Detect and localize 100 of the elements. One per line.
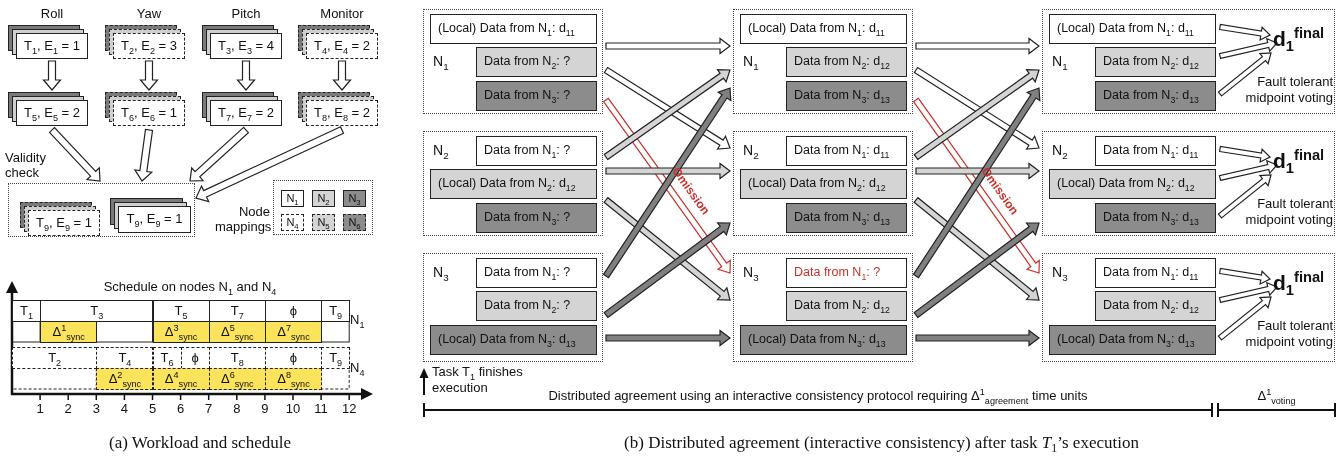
arrow: [1218, 145, 1271, 164]
arrow: [913, 196, 1040, 301]
node-frame: [733, 253, 913, 362]
tick-label: 8: [232, 401, 242, 417]
data-box: (Local) Data from N$_{2}$: d$_{12}$: [1049, 169, 1216, 199]
data-box: Data from N$_{2}$: d$_{12}$: [786, 47, 907, 77]
node-swatch: N$_{4}$: [281, 214, 304, 231]
time-slot: T$_{2}$: [12, 347, 98, 369]
time-slot: T$_{1}$: [12, 300, 42, 322]
node-label: N$_{2}$: [1052, 142, 1068, 158]
node-label: N$_{3}$: [433, 264, 449, 280]
data-box: Data from N$_{1}$: d$_{11}$: [1095, 136, 1216, 166]
tick-label: 9: [260, 401, 270, 417]
time-slot: T$_{8}$: [208, 347, 266, 369]
data-box: Data from N$_{3}$: ?: [476, 81, 597, 111]
column-heading: Roll: [39, 6, 65, 22]
data-box: (Local) Data from N$_{3}$: d$_{13}$: [430, 325, 597, 355]
tick-label: 10: [284, 401, 302, 417]
data-box: Data from N$_{2}$: d$_{12}$: [1095, 47, 1216, 77]
data-box: Data from N$_{3}$: d$_{13}$: [1095, 81, 1216, 111]
data-box: Data from N$_{2}$: d$_{12}$: [1095, 291, 1216, 321]
group-title: Validity check: [5, 150, 47, 180]
time-slot: ϕ: [264, 300, 323, 322]
arrow: [1218, 159, 1278, 182]
data-box: Data from N$_{1}$: d$_{11}$: [1095, 258, 1216, 288]
arrow: [915, 162, 1040, 180]
column-heading: Yaw: [135, 6, 163, 22]
arrow: [236, 60, 256, 91]
row-label: N$_{4}$: [350, 360, 366, 376]
arrow: [1218, 23, 1271, 42]
node-label: N$_{2}$: [743, 142, 759, 158]
node-swatch: N$_{3}$: [343, 190, 366, 207]
column-heading: Monitor: [319, 6, 365, 22]
time-slot: T$_{9}$: [321, 300, 351, 322]
arrow: [1218, 37, 1278, 60]
node-frame: [423, 253, 603, 362]
node-frame: [1042, 253, 1335, 362]
tick-label: 1: [35, 401, 45, 417]
node-swatch: N$_{1}$: [281, 190, 304, 207]
tick-label: 7: [204, 401, 214, 417]
dimension-label: Distributed agreement using an interactive consistency protocol requiring Δ$^{1}$$_{agreement}$ time units: [547, 388, 1089, 404]
arrow: [603, 196, 731, 301]
arrow: [915, 37, 1040, 55]
caption-text: Fault tolerant midpoint voting: [1244, 318, 1333, 350]
tick-label: 6: [175, 401, 186, 417]
node-label: N$_{1}$: [1052, 53, 1068, 69]
tick-label: 4: [119, 401, 129, 417]
column-heading: Pitch: [230, 6, 262, 22]
arrow: [195, 126, 345, 203]
row-label: N$_{1}$: [350, 312, 366, 328]
data-box: Data from N$_{1}$: ?: [786, 258, 907, 288]
data-box: Data from N$_{3}$: d$_{13}$: [786, 81, 907, 111]
node-label: N$_{3}$: [743, 264, 759, 280]
node-frame: [423, 131, 603, 236]
arrow: [603, 222, 731, 319]
time-slot: T$_{9}$: [321, 347, 351, 369]
arrow: [1218, 267, 1271, 286]
data-box: Data from N$_{2}$: ?: [476, 47, 597, 77]
node-frame: [1042, 9, 1335, 114]
node-label: N$_{1}$: [433, 53, 449, 69]
time-slot: T$_{4}$: [96, 347, 154, 369]
arrow: [1217, 174, 1272, 219]
tick-label: 3: [91, 401, 101, 417]
tick-label: 2: [63, 401, 73, 417]
arrow: [1217, 296, 1272, 341]
arrow: [42, 60, 62, 91]
annotation-text: Task T$_{1}$ finishes execution: [432, 364, 524, 396]
arrow: [605, 37, 731, 55]
node-frame: [733, 9, 913, 114]
time-slot: T$_{5}$: [152, 300, 210, 322]
tick-label: 12: [340, 401, 358, 417]
data-box: (Local) Data from N$_{2}$: d$_{12}$: [740, 169, 907, 199]
data-box: Data from N$_{3}$: d$_{13}$: [1095, 203, 1216, 233]
arrow: [189, 126, 250, 182]
data-box: (Local) Data from N$_{1}$: d$_{11}$: [1049, 14, 1216, 44]
arrow: [605, 329, 731, 347]
time-slot: T$_{6}$: [152, 347, 182, 369]
caption-text: Fault tolerant midpoint voting: [1244, 74, 1333, 106]
tick-label: 11: [313, 401, 329, 417]
data-box: Data from N$_{1}$: d$_{11}$: [786, 136, 907, 166]
arrow: [139, 60, 159, 91]
data-box: Data from N$_{2}$: d$_{12}$: [786, 291, 907, 321]
arrow: [48, 126, 101, 182]
node-swatch: N$_{2}$: [312, 190, 335, 207]
arrow: [1217, 52, 1272, 97]
arrow: [915, 329, 1040, 347]
caption-text: Fault tolerant midpoint voting: [1244, 196, 1333, 228]
arrow: [913, 222, 1040, 319]
data-box: (Local) Data from N$_{3}$: d$_{13}$: [1049, 325, 1216, 355]
data-box: Data from N$_{3}$: d$_{13}$: [786, 203, 907, 233]
time-slot: T$_{3}$: [40, 300, 154, 322]
node-label: N$_{1}$: [743, 53, 759, 69]
data-box: (Local) Data from N$_{1}$: d$_{11}$: [430, 14, 597, 44]
arrow: [332, 60, 352, 91]
time-slot: T$_{7}$: [208, 300, 266, 322]
data-box: (Local) Data from N$_{2}$: d$_{12}$: [430, 169, 597, 199]
node-swatch: N$_{6}$: [343, 214, 366, 231]
data-box: (Local) Data from N$_{1}$: d$_{11}$: [740, 14, 907, 44]
node-swatch: N$_{5}$: [312, 214, 335, 231]
tick-label: 5: [147, 401, 158, 417]
